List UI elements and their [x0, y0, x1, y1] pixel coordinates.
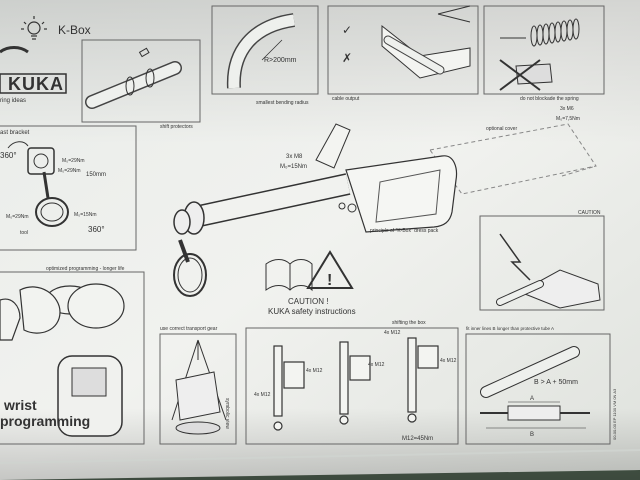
panel-caution-right: CAUTION: [479, 210, 605, 311]
principle-caption: principle of "K-Box" dress pack: [370, 228, 439, 234]
safety-instructions-group: ! CAUTION ! KUKA safety instructions: [265, 250, 356, 316]
bracket-torque-lower: M₀=15Nm: [74, 212, 97, 218]
panel-transport-gear: use correct transport gear symbolic view: [159, 326, 237, 445]
cable-output-caption: cable output: [332, 96, 360, 102]
header-title: K-Box: [58, 23, 91, 37]
panel-bending-radius: R>200mm smallest bending radius: [211, 5, 319, 106]
main-kbox-assembly: optional cover 3x M6 M₀=7,5Nm 3x M8 M₀=1…: [173, 106, 597, 297]
bracket-angle-top: 360°: [0, 151, 17, 160]
bracket-torque-mid: M₀=29Nm: [58, 168, 81, 174]
fit-lines-caption: fit inner lines B longer than protective…: [466, 326, 554, 331]
programming-label: programming: [0, 413, 90, 429]
fit-dim-a: A: [530, 396, 534, 402]
caution-title: CAUTION !: [288, 297, 328, 306]
bracket-torque-left: M₀=29Nm: [6, 214, 29, 220]
lightbulb-icon: [21, 16, 47, 40]
screws-4x-m12-d: 4x M12: [440, 358, 457, 364]
symbolic-view-label: symbolic view: [224, 398, 230, 429]
fit-formula: B > A + 50mm: [534, 379, 578, 386]
torque-m12: M12=45Nm: [402, 436, 433, 442]
shifting-box-caption: shifting the box: [392, 320, 426, 326]
warning-icon: [306, 250, 354, 289]
brand-tagline: ring ideas: [0, 98, 26, 104]
screws-4x-m12-a: 4x M12: [384, 330, 401, 336]
panel-cable-output: ✓ ✗ cable output: [327, 5, 479, 102]
panel-shift-protectors: shift protectors: [81, 39, 201, 130]
book-icon: [265, 259, 313, 292]
caution-small-label: CAUTION: [578, 210, 601, 216]
svg-text:!: !: [327, 272, 332, 289]
screws-m8: 3x M8: [286, 154, 303, 160]
kuka-logo: KUKA ring ideas: [0, 46, 67, 104]
brand-logo-text: KUKA: [8, 74, 64, 94]
optimized-programming-caption: optimized programming - longer life: [46, 266, 125, 272]
bracket-dim: 150mm: [86, 172, 106, 178]
screws-4x-m12-b: 4x M12: [368, 362, 385, 368]
safety-instructions-label: KUKA safety instructions: [268, 307, 356, 316]
screws-m6: 3x M6: [560, 106, 574, 112]
bracket-torque-upper: M₀=29Nm: [62, 158, 85, 164]
panel-optimized-programming: optimized programming - longer life wris…: [0, 266, 145, 445]
torque-m6: M₀=7,5Nm: [556, 116, 580, 122]
fit-dim-b: B: [530, 432, 534, 438]
bending-radius-caption: smallest bending radius: [256, 100, 309, 106]
panel-bracket: ast bracket 360° M₀=29Nm M₀=29Nm 150mm M…: [0, 125, 137, 251]
screws-m12-a: 4x M12: [254, 392, 271, 398]
transport-gear-caption: use correct transport gear: [160, 326, 218, 332]
document-code: 00-00-00 EP 1100 VM 0N A3: [612, 388, 617, 440]
svg-text:✗: ✗: [342, 51, 352, 65]
panel-shifting-box: shifting the box 4x M12 4x M12 4x M12 4x…: [245, 320, 459, 445]
wrist-label: wrist: [3, 397, 37, 413]
panel-fit-lines: fit inner lines B longer than protective…: [465, 326, 617, 445]
shift-protectors-caption: shift protectors: [160, 124, 193, 130]
bending-radius-value: R>200mm: [264, 57, 297, 64]
svg-text:✓: ✓: [342, 23, 352, 37]
optional-cover-label: optional cover: [486, 126, 517, 132]
bracket-tool: tool: [20, 230, 28, 236]
torque-m8: M₀=15Nm: [280, 164, 307, 170]
screws-4x-m12-c: 4x M12: [306, 368, 323, 374]
spring-caption: do not blockade the spring: [520, 96, 579, 102]
bracket-angle-bottom: 360°: [88, 225, 105, 234]
bracket-title: ast bracket: [0, 130, 30, 136]
panel-spring: do not blockade the spring: [483, 5, 605, 102]
